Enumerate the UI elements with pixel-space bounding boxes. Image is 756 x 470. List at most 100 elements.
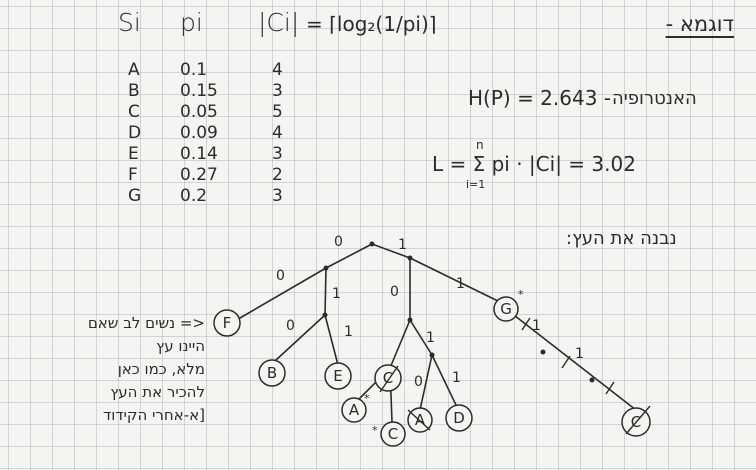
edge-label: 1	[332, 286, 341, 302]
table-cell-symbol: A	[128, 60, 140, 80]
edge-label: 1	[532, 318, 541, 334]
edge-label: 1	[456, 276, 465, 292]
tree-internal-nodes	[322, 241, 595, 383]
asterisk-mark: *	[372, 424, 378, 437]
probability-column: 0.1 0.15 0.05 0.09 0.14 0.27 0.2	[180, 60, 218, 207]
table-cell-probability: 0.14	[180, 144, 218, 164]
tree-node	[323, 265, 329, 271]
page-title: דוגמא -	[665, 12, 734, 36]
table-cell-probability: 0.05	[180, 102, 218, 122]
table-cell-probability: 0.15	[180, 81, 218, 101]
edge-label: 0	[414, 374, 423, 390]
leaf-circle	[380, 421, 406, 447]
edge-label: 0	[390, 284, 399, 300]
edge-label: 0	[286, 318, 295, 334]
table-cell-code-length: 3	[272, 144, 283, 164]
leaf-label: B	[267, 364, 277, 382]
side-note-line: <= נשים לב שאם	[87, 314, 205, 332]
table-cell-symbol: F	[128, 165, 138, 185]
strike-mark	[625, 405, 651, 435]
table-cell-symbol: C	[128, 102, 140, 122]
asterisk-mark: *	[518, 288, 524, 301]
entropy-formula: H(P) = 2.643 -	[468, 86, 612, 110]
tree-leaves	[213, 296, 651, 447]
tree-node	[540, 349, 546, 355]
tree-edge	[409, 319, 433, 356]
side-note: <= נשים לב שאם היינו עץ מלא, כמו כאן להכ…	[30, 312, 205, 427]
leaf-circle	[445, 404, 473, 432]
table-cell-code-length: 4	[272, 60, 283, 80]
tree-edge	[509, 311, 637, 411]
tree-node	[429, 352, 435, 358]
header-ci: |Ci|	[258, 8, 300, 37]
tree-edge	[371, 243, 411, 259]
tree-edge	[419, 354, 433, 411]
strike-mark	[407, 409, 431, 431]
side-note-line: להכיר את העץ	[110, 383, 205, 401]
table-cell-symbol: B	[128, 81, 140, 101]
tree-edge	[431, 354, 457, 406]
edge-label: 1	[452, 370, 461, 386]
table-cell-code-length: 4	[272, 123, 283, 143]
table-cell-symbol: D	[128, 123, 142, 143]
table-cell-probability: 0.2	[180, 186, 208, 206]
tree-node	[589, 377, 595, 383]
tree-edge	[275, 314, 326, 361]
tree-edge	[389, 319, 411, 369]
table-cell-code-length: 3	[272, 81, 283, 101]
asterisk-mark: *	[364, 392, 370, 405]
symbol-column: A B C D E F G	[128, 60, 141, 207]
leaf-label: A	[349, 401, 360, 419]
leaf-label: A	[415, 411, 426, 429]
leaf-label: C	[388, 425, 398, 443]
edge-label: 0	[276, 268, 285, 284]
edge-label: 1	[426, 330, 435, 346]
side-note-line: מלא, כמו כאן	[117, 360, 205, 378]
tree-node	[407, 317, 413, 323]
edge-label: 0	[334, 234, 343, 250]
edge-label: 1	[398, 237, 407, 253]
strike-mark	[605, 381, 615, 395]
tree-edge	[324, 267, 327, 316]
leaf-label: G	[500, 300, 512, 318]
tree-edge	[325, 243, 373, 269]
leaf-circle	[341, 397, 367, 423]
leaf-circle	[258, 359, 286, 387]
strike-marks	[379, 317, 651, 435]
tree-edge	[239, 267, 327, 319]
edge-label: 1	[575, 346, 584, 362]
table-cell-code-length: 3	[272, 186, 283, 206]
table-cell-symbol: E	[128, 144, 139, 164]
tree-node	[369, 241, 375, 247]
leaf-label: E	[333, 367, 342, 385]
strike-mark	[521, 317, 531, 331]
strike-mark	[561, 355, 571, 369]
side-note-line: היינו עץ	[156, 337, 205, 355]
tree-edge-labels: 0 1 0 1 0 1 0 1 1 0 1 1 1	[276, 234, 584, 390]
tree-node	[407, 255, 413, 261]
leaf-circle	[493, 296, 519, 322]
table-cell-probability: 0.1	[180, 60, 208, 80]
table-cell-code-length: 2	[272, 165, 283, 185]
leaf-circle	[324, 362, 352, 390]
leaf-circle	[213, 309, 241, 337]
code-length-column: 4 3 5 4 3 2 3	[272, 60, 283, 207]
header-pi: pi	[180, 8, 203, 37]
sum-upper-limit: n	[476, 138, 484, 152]
tree-edges	[239, 243, 637, 423]
asterisk-marks: * * *	[364, 288, 524, 437]
tree-edge	[409, 257, 501, 303]
tree-node	[322, 312, 328, 318]
sum-lower-limit: i=1	[466, 178, 486, 191]
strike-mark	[379, 365, 399, 393]
leaf-label: C	[383, 369, 393, 387]
edge-label: 1	[344, 324, 353, 340]
entropy-label: האנטרופיה	[612, 88, 697, 109]
header-code-length-formula: = ⌈log₂(1/pi)⌉	[306, 12, 437, 36]
leaf-label: D	[453, 409, 465, 427]
build-tree-note: נבנה את העץ:	[566, 228, 677, 249]
leaf-label: F	[223, 314, 232, 332]
table-cell-symbol: G	[128, 186, 142, 206]
